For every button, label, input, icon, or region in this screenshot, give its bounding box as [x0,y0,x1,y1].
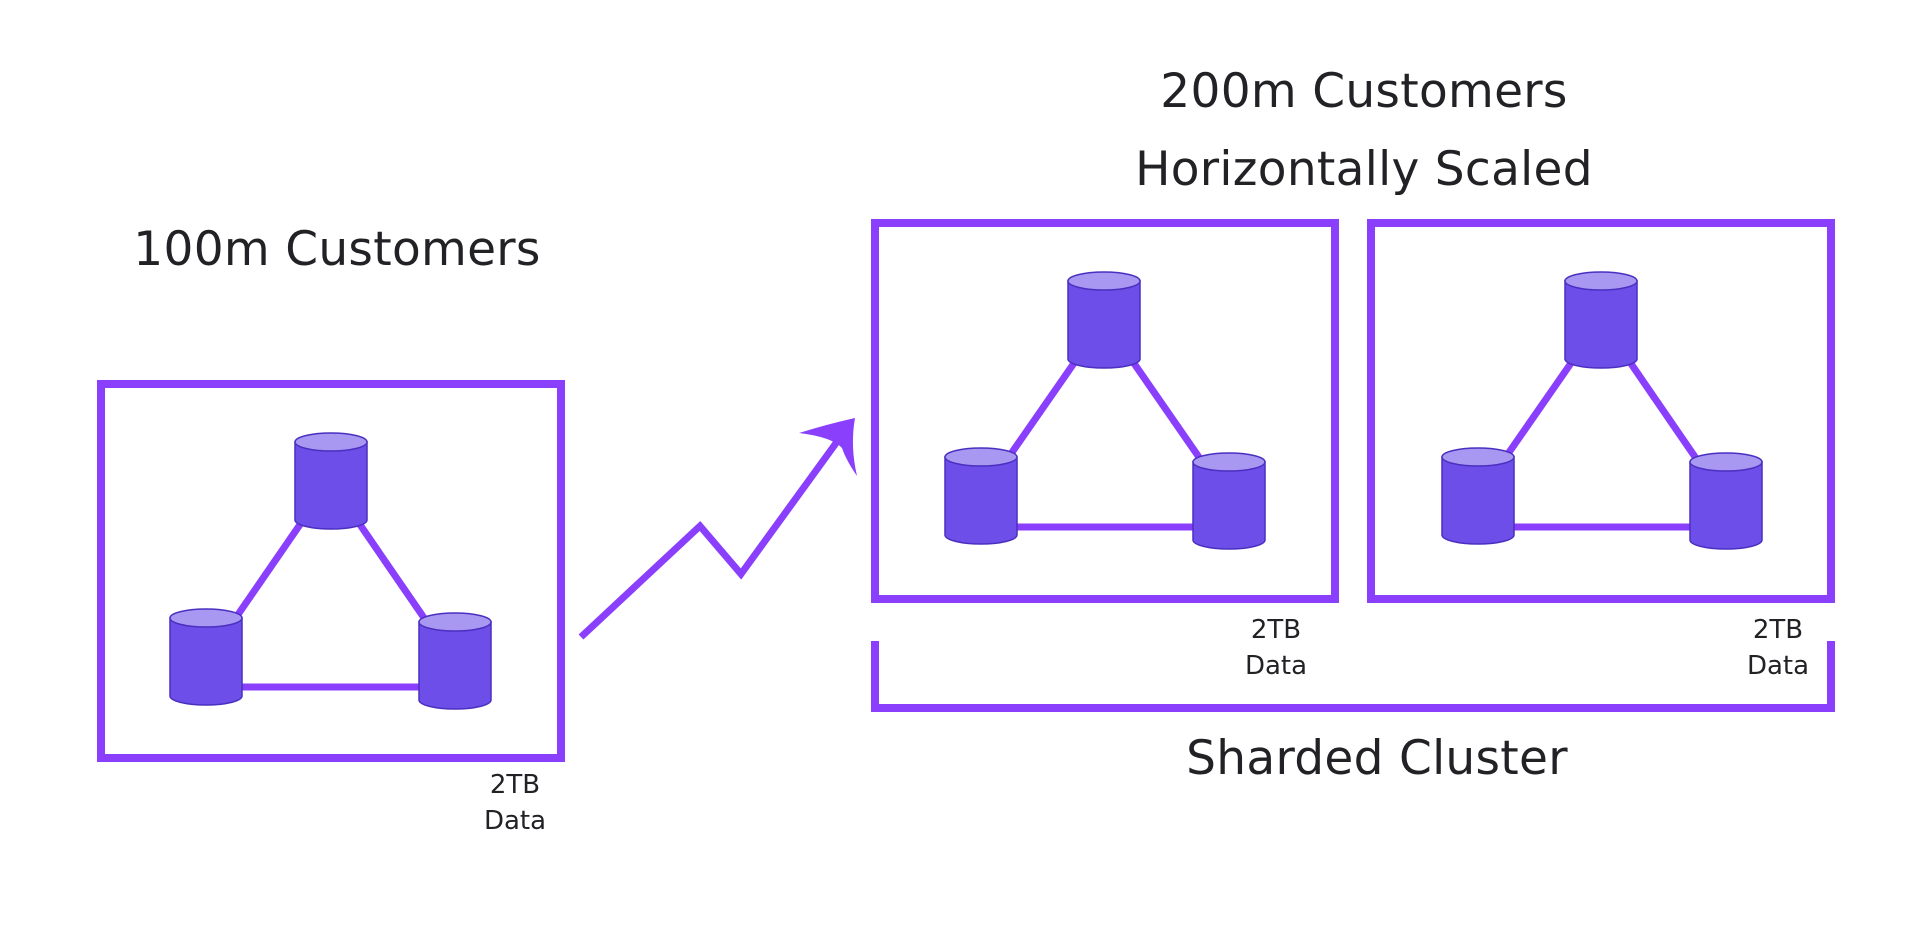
shard-1-replica-set [871,219,1339,603]
left-replica-set-frame [97,380,565,762]
data-size-value: 2TB [1752,615,1804,645]
left-data-size-label: 2TB Data [484,767,546,839]
right-group-title: 200m Customers [1160,64,1568,119]
sharded-cluster-bracket [871,641,1835,712]
left-replica-set [97,380,565,762]
shard-2-data-size-label: 2TB Data [1747,612,1809,684]
database-cylinder-icon [1192,452,1266,550]
shard-1-frame [871,219,1339,603]
database-cylinder-icon [294,432,368,530]
database-cylinder-icon [418,612,492,710]
growth-arrow-line [578,436,842,640]
database-cylinder-icon [1441,447,1515,545]
database-cylinder-icon [944,447,1018,545]
data-size-value: 2TB [1250,615,1302,645]
shard-2-frame [1367,219,1835,603]
left-group-title: 100m Customers [133,222,541,277]
database-cylinder-icon [1564,271,1638,369]
data-size-unit: Data [1244,651,1308,681]
sharded-cluster-label: Sharded Cluster [1186,731,1568,786]
shard-1-data-size-label: 2TB Data [1245,612,1307,684]
data-size-value: 2TB [489,770,541,800]
data-size-unit: Data [483,806,547,836]
data-size-unit: Data [1746,651,1810,681]
right-group-subtitle: Horizontally Scaled [1135,142,1593,197]
database-cylinder-icon [169,608,243,706]
database-cylinder-icon [1689,452,1763,550]
growth-arrowhead [799,418,857,476]
database-cylinder-icon [1067,271,1141,369]
growth-arrow-icon [578,418,857,640]
shard-2-replica-set [1367,219,1835,603]
